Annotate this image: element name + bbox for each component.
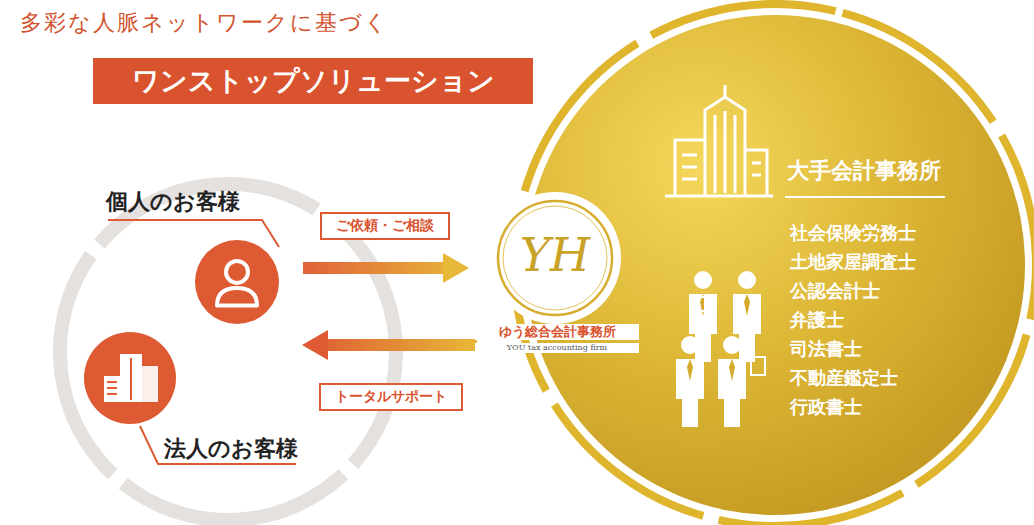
flow-arrow bbox=[303, 262, 443, 274]
partner-heading: 大手会計事務所 bbox=[787, 157, 941, 183]
leader-line bbox=[108, 220, 279, 247]
diagram-title: 多彩な人脈ネットワークに基づく bbox=[20, 8, 389, 38]
profession-item: 不動産鑑定士 bbox=[790, 367, 898, 389]
profession-item: 土地家屋調査士 bbox=[790, 251, 916, 273]
profession-item: 司法書士 bbox=[790, 338, 862, 360]
edge-label: トータルサポート bbox=[319, 383, 463, 411]
customer-circle-shape bbox=[195, 240, 279, 324]
customer-label: 法人のお客様 bbox=[164, 435, 298, 461]
title-banner: ワンストップソリューション bbox=[93, 58, 533, 104]
customer-label: 個人のお客様 bbox=[106, 188, 240, 214]
customer-ring bbox=[0, 115, 465, 525]
flow-arrow bbox=[328, 339, 477, 351]
logo-monogram: YH bbox=[497, 228, 613, 283]
firm-name-en: YOU tax accounting firm bbox=[475, 343, 639, 353]
edge-label: ご依頼・ご相談 bbox=[320, 212, 450, 240]
customer-circle: 個人のお客様 bbox=[195, 240, 279, 324]
customer-circle-shape bbox=[84, 332, 176, 424]
profession-item: 公認会計士 bbox=[790, 280, 880, 302]
banner-text: ワンストップソリューション bbox=[93, 65, 533, 97]
gold-ring bbox=[455, 0, 1034, 525]
firm-name: ゆう総合会計事務所 bbox=[475, 324, 639, 340]
firm-logo: YHゆう総合会計事務所YOU tax accounting firm bbox=[497, 200, 613, 378]
profession-item: 行政書士 bbox=[790, 396, 862, 418]
customer-circle: 法人のお客様 bbox=[84, 332, 176, 424]
profession-item: 社会保険労務士 bbox=[790, 222, 916, 244]
profession-item: 弁護士 bbox=[790, 309, 844, 331]
